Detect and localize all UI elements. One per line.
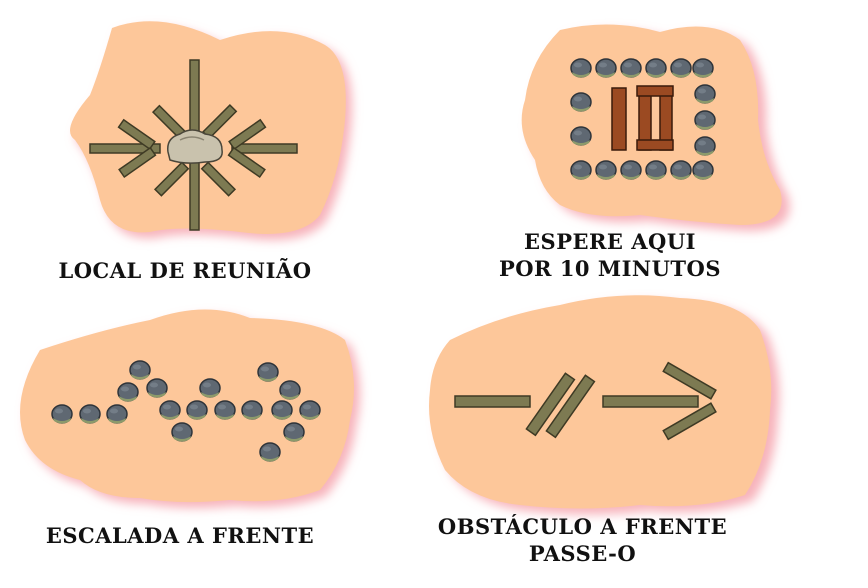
center-rock <box>167 129 223 164</box>
caption-meeting-place: LOCAL DE REUNIÃO <box>30 257 340 284</box>
obstacle-ahead-sign <box>429 295 780 515</box>
wait-here-sign <box>521 24 790 232</box>
stick-left <box>454 395 531 408</box>
caption-climb-ahead: ESCALADA A FRENTE <box>20 522 340 549</box>
crossing-sticks <box>525 372 596 439</box>
caption-line: POR 10 MINUTOS <box>498 256 722 281</box>
caption-line: ESCALADA A FRENTE <box>45 523 315 548</box>
caption-line: LOCAL DE REUNIÃO <box>58 258 312 283</box>
logs <box>611 85 674 151</box>
meeting-place-sign <box>70 21 352 240</box>
ground-patch <box>429 295 772 509</box>
caption-obstacle-ahead: OBSTÁCULO A FRENTE PASSE-O <box>400 513 765 567</box>
caption-line: ESPERE AQUI <box>524 229 696 254</box>
arrow-stick-left <box>89 118 161 179</box>
arrow-stick-bottom <box>153 159 237 231</box>
caption-line: OBSTÁCULO A FRENTE <box>437 514 728 539</box>
arrow-stick-right <box>602 361 717 441</box>
climb-ahead-sign <box>20 309 360 509</box>
arrow-stick-top <box>151 59 238 141</box>
caption-line: PASSE-O <box>528 541 637 566</box>
arrow-stick-right <box>227 118 298 179</box>
caption-wait-here: ESPERE AQUI POR 10 MINUTOS <box>470 228 750 282</box>
